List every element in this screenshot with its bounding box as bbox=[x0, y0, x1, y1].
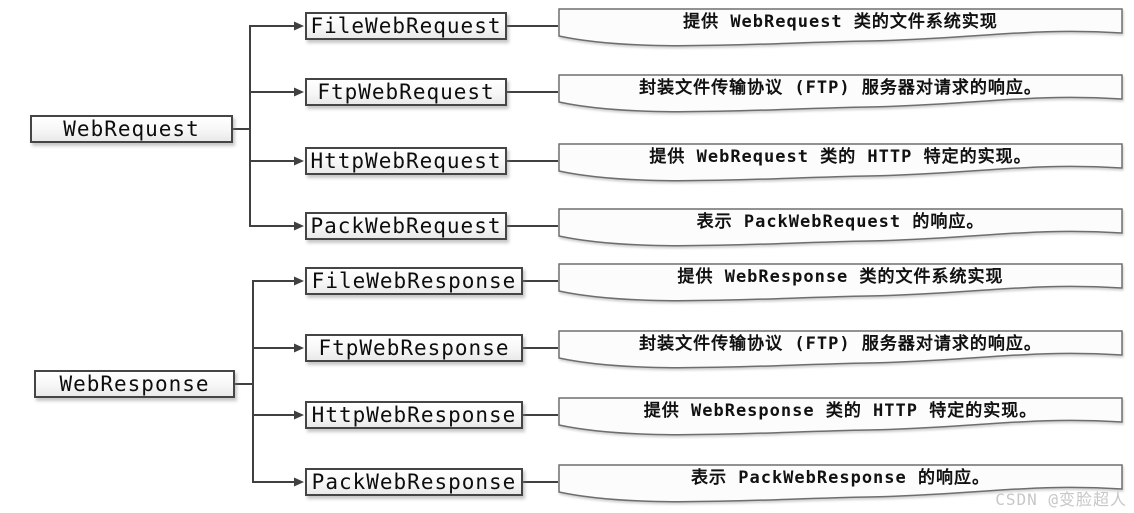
description-text: 表示 PackWebResponse 的响应。 bbox=[691, 468, 990, 488]
class-box-ftpwebresponse: FtpWebResponse bbox=[305, 334, 523, 362]
class-box-webrequest: WebRequest bbox=[30, 115, 233, 143]
document-shape bbox=[558, 208, 1123, 247]
class-box-packwebrequest: PackWebRequest bbox=[305, 212, 507, 240]
description-box-httpwebrequest: 提供 WebRequest 类的 HTTP 特定的实现。 bbox=[558, 143, 1123, 187]
description-text: 提供 WebRequest 类的文件系统实现 bbox=[683, 12, 998, 32]
document-shape bbox=[558, 330, 1123, 369]
description-box-filewebresponse: 提供 WebResponse 类的文件系统实现 bbox=[558, 263, 1123, 307]
watermark: CSDN @变脸超人 bbox=[995, 490, 1127, 509]
class-box-ftpwebrequest: FtpWebRequest bbox=[305, 78, 507, 106]
class-box-httpwebrequest: HttpWebRequest bbox=[305, 147, 507, 175]
document-shape bbox=[558, 397, 1123, 436]
class-box-packwebresponse: PackWebResponse bbox=[305, 468, 523, 496]
class-box-filewebresponse: FileWebResponse bbox=[305, 267, 523, 295]
description-box-ftpwebrequest: 封装文件传输协议 (FTP) 服务器对请求的响应。 bbox=[558, 74, 1123, 118]
description-box-filewebrequest: 提供 WebRequest 类的文件系统实现 bbox=[558, 8, 1123, 52]
description-text: 提供 WebRequest 类的 HTTP 特定的实现。 bbox=[649, 147, 1032, 167]
description-box-httpwebresponse: 提供 WebResponse 类的 HTTP 特定的实现。 bbox=[558, 397, 1123, 441]
document-shape bbox=[558, 74, 1123, 113]
class-box-filewebrequest: FileWebRequest bbox=[305, 12, 507, 40]
description-text: 提供 WebResponse 类的 HTTP 特定的实现。 bbox=[643, 401, 1038, 421]
description-text: 提供 WebResponse 类的文件系统实现 bbox=[677, 267, 1004, 287]
class-box-httpwebresponse: HttpWebResponse bbox=[305, 401, 523, 429]
document-shape bbox=[558, 143, 1123, 182]
description-box-packwebrequest: 表示 PackWebRequest 的响应。 bbox=[558, 208, 1123, 252]
document-shape bbox=[558, 8, 1123, 47]
description-text: 封装文件传输协议 (FTP) 服务器对请求的响应。 bbox=[639, 78, 1042, 98]
document-shape bbox=[558, 263, 1123, 302]
description-text: 表示 PackWebRequest 的响应。 bbox=[696, 212, 985, 232]
description-text: 封装文件传输协议 (FTP) 服务器对请求的响应。 bbox=[639, 334, 1042, 354]
description-box-ftpwebresponse: 封装文件传输协议 (FTP) 服务器对请求的响应。 bbox=[558, 330, 1123, 374]
class-box-webresponse: WebResponse bbox=[34, 370, 235, 398]
document-shape bbox=[558, 464, 1123, 503]
description-box-packwebresponse: 表示 PackWebResponse 的响应。 bbox=[558, 464, 1123, 508]
